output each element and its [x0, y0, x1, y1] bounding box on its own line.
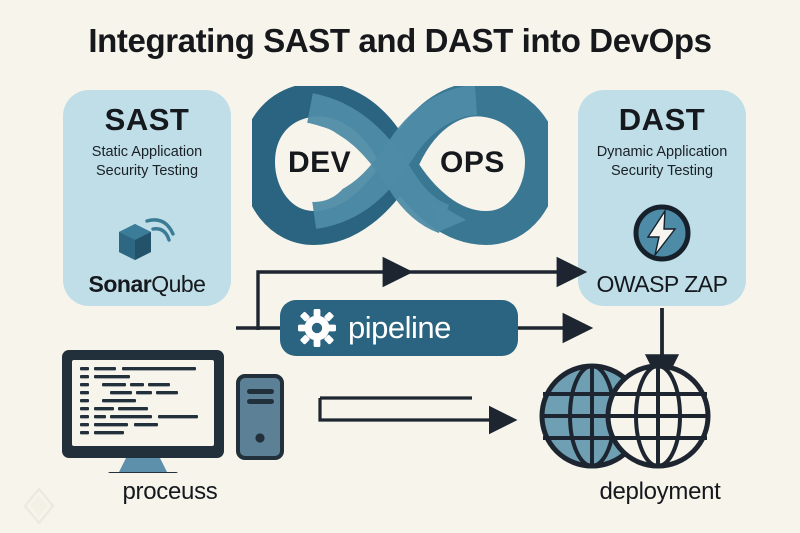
dast-subtitle-line2: Security Testing	[610, 163, 714, 180]
dast-title: DAST	[618, 102, 706, 137]
owasp-zap-lightning-icon	[578, 202, 746, 264]
gear-icon	[298, 309, 336, 347]
panel-dast[interactable]: DAST Dynamic Application Security Testin…	[578, 90, 746, 306]
dev-label: DEV	[288, 146, 352, 179]
arrow-process-to-deployment	[318, 396, 518, 435]
dast-subtitle-line1: Dynamic Application	[596, 144, 728, 160]
sonarqube-light-part: Qube	[151, 271, 206, 297]
deployment-icon-group	[530, 360, 730, 472]
sast-title: SAST	[104, 102, 190, 137]
globes-icon	[539, 363, 711, 469]
desktop-computer-icon	[62, 350, 284, 477]
process-label: proceuss	[122, 478, 218, 505]
ops-label: OPS	[440, 146, 505, 179]
sast-subtitle-line2: Security Testing	[95, 163, 199, 180]
sonarqube-bold-part: Sonar	[88, 271, 152, 297]
deployment-label: deployment	[599, 478, 721, 505]
pipeline-box[interactable]: pipeline	[280, 300, 518, 356]
diamond-logo-watermark	[23, 488, 55, 524]
devops-infinity: DEV OPS	[240, 82, 560, 246]
sonarqube-wordmark: SonarQube	[63, 271, 231, 298]
panel-sast[interactable]: SAST Static Application Security Testing…	[63, 90, 231, 306]
owasp-zap-wordmark: OWASP ZAP	[596, 271, 728, 297]
sast-subtitle-line1: Static Application	[91, 144, 203, 160]
pipeline-label: pipeline	[348, 310, 451, 345]
page-title: Integrating SAST and DAST into DevOps	[88, 22, 712, 59]
process-icon-group	[58, 348, 288, 477]
sonarqube-cube-icon	[63, 202, 231, 264]
infinity-loop-icon	[240, 82, 560, 246]
